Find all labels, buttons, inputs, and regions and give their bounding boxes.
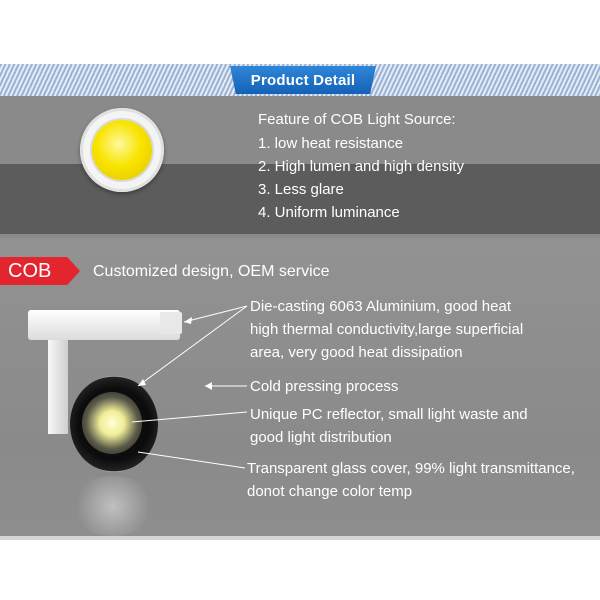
- callout-line: Cold pressing process: [250, 378, 399, 395]
- callout-line: Die-casting 6063 Aluminium, good heat: [250, 298, 511, 315]
- cob-tag: COB: [0, 257, 80, 285]
- callout-line: Transparent glass cover, 99% light trans…: [247, 460, 575, 477]
- callout-line: area, very good heat dissipation: [250, 344, 463, 361]
- callout-glass: Transparent glass cover, 99% light trans…: [247, 457, 575, 503]
- callout-aluminium: Die-casting 6063 Aluminium, good heat hi…: [250, 295, 523, 364]
- feature-item: 3. Less glare: [258, 181, 344, 198]
- floor-reflection: [70, 476, 156, 536]
- feature-item: 2. High lumen and high density: [258, 158, 464, 175]
- leader-arrow: [138, 379, 146, 386]
- callout-cold-pressing: Cold pressing process: [250, 375, 398, 398]
- callout-line: donot change color temp: [247, 483, 413, 500]
- bottom-divider: [0, 536, 600, 540]
- light-reflector: [82, 392, 142, 454]
- feature-item: 4. Uniform luminance: [258, 204, 400, 221]
- callout-line: high thermal conductivity,large superfic…: [250, 321, 524, 338]
- leader-line-reflector: [131, 411, 248, 423]
- cob-chip-core: [92, 120, 152, 180]
- callout-reflector: Unique PC reflector, small light waste a…: [250, 403, 528, 449]
- cob-chip-icon: [77, 105, 167, 195]
- track-adapter-end: [160, 312, 182, 334]
- track-adapter: [28, 310, 180, 340]
- leader-line-aluminium-2: [137, 305, 248, 387]
- callout-line: good light distribution: [250, 429, 392, 446]
- leader-line-aluminium: [183, 305, 248, 323]
- feature-title: Feature of COB Light Source:: [258, 111, 456, 128]
- leader-arrow: [184, 317, 192, 324]
- leader-line-glass: [137, 451, 246, 469]
- leader-arrow: [205, 382, 212, 390]
- callout-line: Unique PC reflector, small light waste a…: [250, 406, 528, 423]
- light-stem: [48, 338, 68, 434]
- feature-item: 1. low heat resistance: [258, 135, 404, 152]
- product-detail-title: Product Detail: [230, 66, 376, 94]
- oem-tagline: Customized design, OEM service: [93, 263, 330, 280]
